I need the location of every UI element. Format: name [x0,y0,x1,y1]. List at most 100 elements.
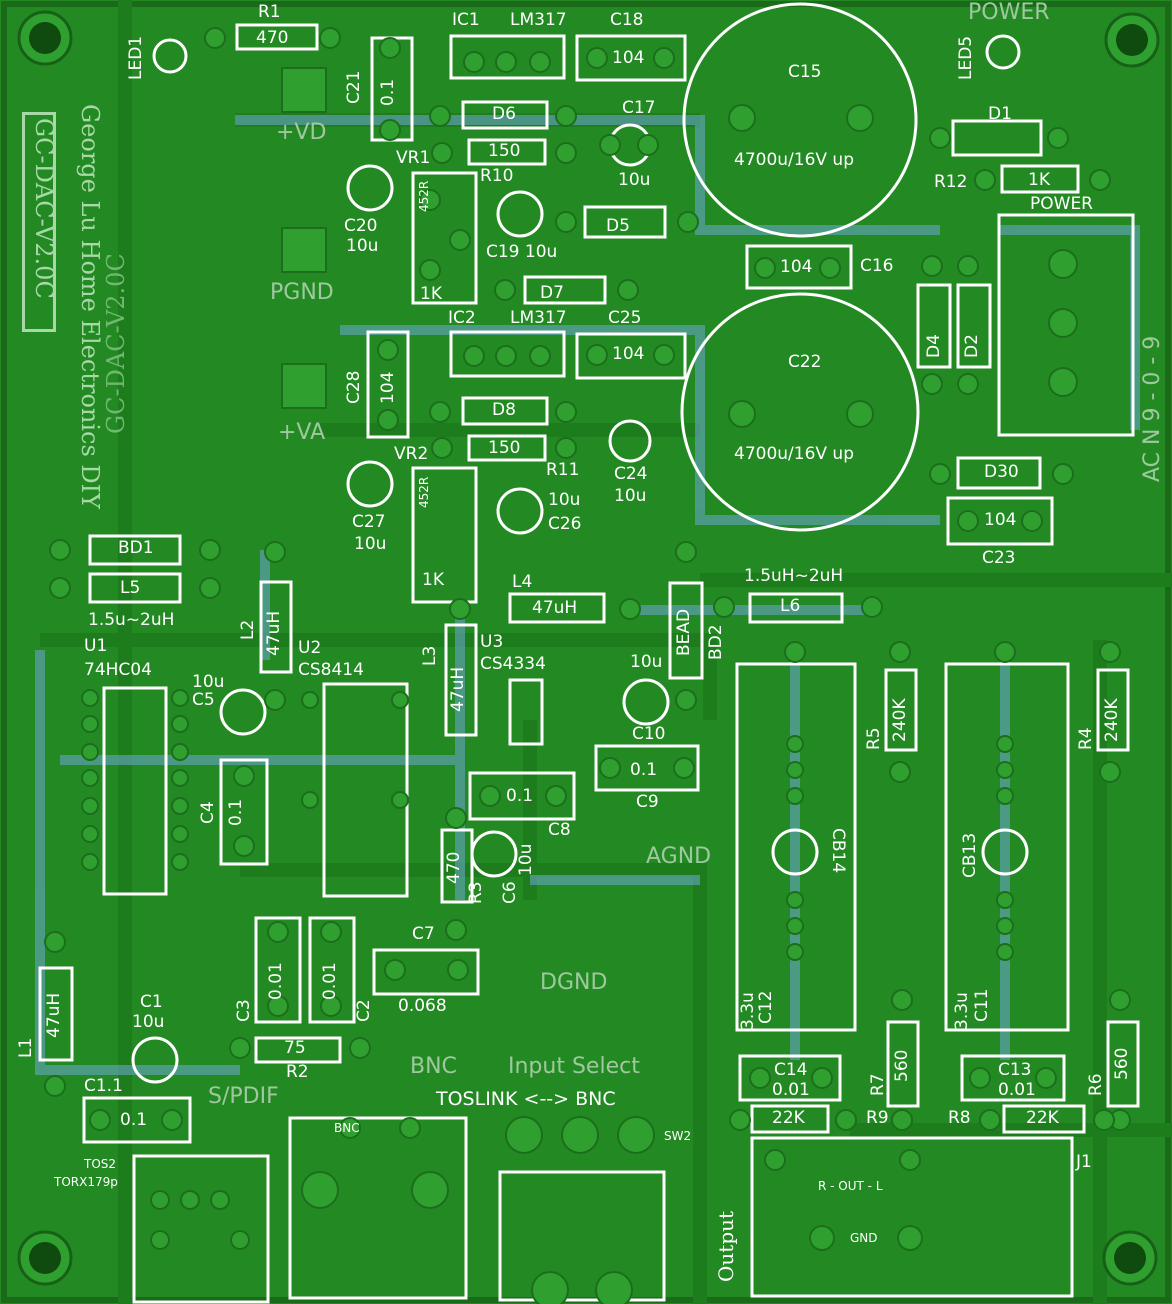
c25-ref: C25 [608,308,642,328]
u2-type: CS8414 [298,660,364,680]
mounting-hole [17,10,1160,1286]
d5-ref: D5 [606,216,630,236]
r1-ref: R1 [258,2,281,22]
c13-value: 0.01 [998,1080,1036,1100]
u1-type: 74HC04 [84,660,152,680]
c2-ref: C2 [354,999,374,1022]
spdif-label: S/PDIF [208,1084,279,1109]
vd-label: +VD [276,120,327,145]
c20-ref: C20 [344,216,378,236]
l5-value: 1.5u~2uH [88,610,175,630]
cb14-ref: CB14 [828,828,848,874]
capacitor-c15-outline [682,2,918,238]
l1-value: 47uH [44,992,64,1038]
c9-ref: C9 [636,792,659,812]
title-box [22,112,56,332]
c7-ref: C7 [412,924,435,944]
u3-ref: U3 [480,632,504,652]
r7-ref: R7 [868,1073,888,1096]
input-select-label: Input Select [508,1054,640,1079]
c23-value: 104 [984,510,1017,530]
l1-ref: L1 [16,1037,36,1058]
l2-value: 47uH [264,610,284,656]
r2-value: 75 [284,1038,306,1058]
l6-value: 1.5uH~2uH [744,566,844,586]
ic2-type: LM317 [510,308,567,328]
led5-ref: LED5 [956,35,976,80]
c6-ref: C6 [500,881,520,904]
c7-value: 0.068 [398,996,447,1016]
c4-ref: C4 [198,801,218,824]
c28-value: 104 [378,371,398,404]
c1-value: 10u [132,1012,165,1032]
toslink-bnc-label: TOSLINK <--> BNC [436,1088,616,1110]
ic1-ref: IC1 [452,10,480,30]
l4-ref: L4 [512,572,533,592]
r3-ref: R3 [466,881,486,904]
ac-input-label: AC N 9 - 0 - 9 [1140,335,1165,482]
va-label: +VA [278,420,326,445]
c6-value: 10u [516,843,536,876]
c3-ref: C3 [234,999,254,1022]
bd2-ref: BD2 [706,624,726,660]
c12-ref: C12 [756,990,776,1024]
c19-label: C19 10u [486,242,558,262]
r6-ref: R6 [1086,1073,1106,1096]
c14-value: 0.01 [772,1080,810,1100]
c14-ref: C14 [774,1060,808,1080]
c11-ref: C11 [972,988,992,1022]
r4-ref: R4 [1076,727,1096,750]
led1-ref: LED1 [126,35,146,80]
r10-value: 150 [488,141,521,161]
c23-ref: C23 [982,548,1016,568]
bnc-connector-label: BNC [334,1121,360,1135]
c21-ref: C21 [344,70,364,104]
l3-value: 47uH [448,666,468,712]
l4-value: 47uH [532,598,578,618]
d6-ref: D6 [492,104,516,124]
vr2-value: 452R [417,476,431,508]
c2-value: 0.01 [320,962,340,1000]
c20-value: 10u [346,236,379,256]
d7-ref: D7 [540,283,564,303]
c27-ref: C27 [352,512,386,532]
c28-ref: C28 [344,370,364,404]
r8-ref: R8 [948,1108,971,1128]
c1-1-value: 0.1 [120,1110,148,1130]
cb13-ref: CB13 [960,832,980,878]
output-channel-label: R - OUT - L [818,1179,883,1193]
output-label: Output [714,1210,738,1282]
pad-array [44,27,1131,1304]
capacitor-c22-outline [680,292,920,532]
r2-ref: R2 [286,1062,309,1082]
c11-value: 3.3u [952,992,972,1030]
d30-ref: D30 [984,462,1019,482]
c15-value: 4700u/16V up [734,150,854,170]
agnd-label: AGND [646,844,712,869]
tos2-ref: TOS2 [84,1157,117,1171]
vr1-ref: VR1 [396,148,431,168]
r4-value: 240K [1102,698,1122,742]
c27-value: 10u [354,534,387,554]
c25-value: 104 [612,344,645,364]
sw2-ref: SW2 [664,1129,692,1143]
r6-value: 560 [1112,1047,1132,1080]
ic2-ref: IC2 [448,308,476,328]
bead-label: BEAD [674,608,694,656]
r9-value: 22K [772,1108,805,1128]
c26-ref: C26 [548,514,582,534]
gnd-label: GND [850,1231,878,1245]
r7-value: 560 [892,1049,912,1082]
d2-ref: D2 [962,334,982,358]
c1-ref: C1 [140,992,163,1012]
c24-ref: C24 [614,464,648,484]
r11-value: 150 [488,438,521,458]
dgnd-label: DGND [540,970,608,995]
r8-value: 22K [1026,1108,1059,1128]
l2-ref: L2 [238,619,258,640]
bd1-ref: BD1 [118,538,154,558]
vr2-ref: VR2 [394,444,429,464]
ic1-type: LM317 [510,10,567,30]
pgnd-label: PGND [270,280,334,305]
d1-ref: D1 [988,104,1012,124]
